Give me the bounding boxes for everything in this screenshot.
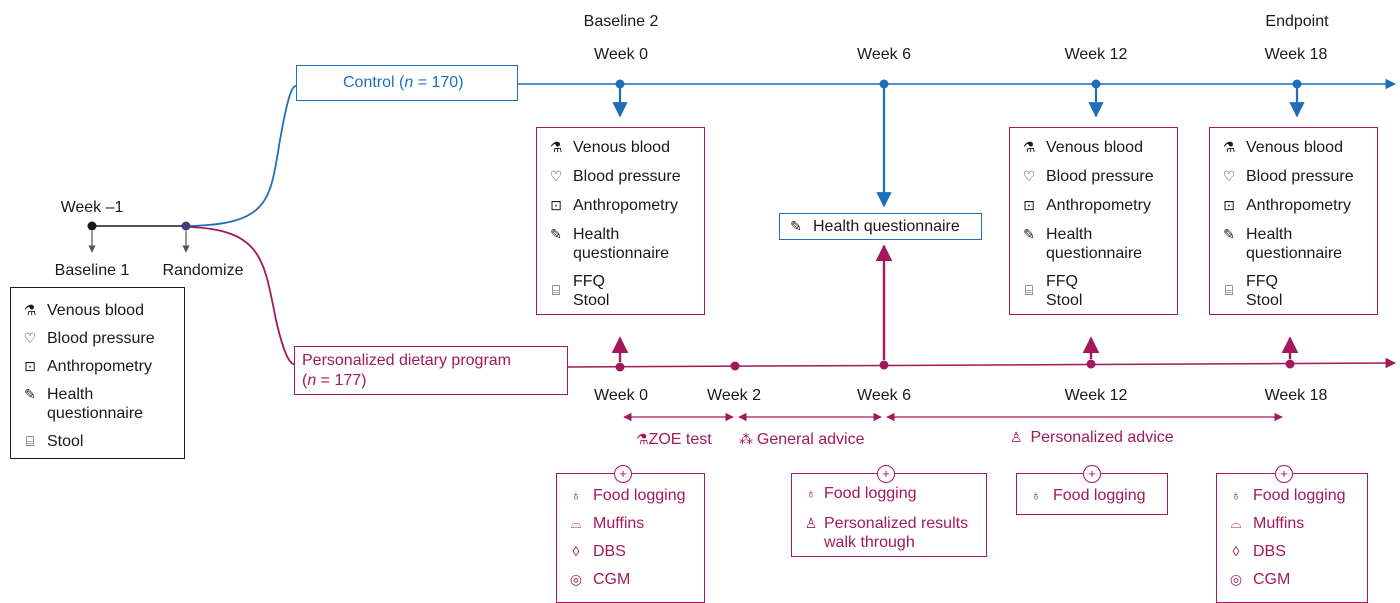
zoe-test-phase: ⚗ZOE test xyxy=(636,431,712,448)
week0-assessment-box: ⚗Venous blood ♡Blood pressure ⊡Anthropom… xyxy=(536,127,705,315)
scale-icon: ⊡ xyxy=(550,197,562,213)
drop-icon: ◊ xyxy=(1232,543,1240,559)
stool-sample-icon: ⌸ xyxy=(551,282,561,298)
questionnaire-icon: ✎ xyxy=(1023,226,1035,242)
week6-health-questionnaire-box: ✎Health questionnaire xyxy=(779,213,982,240)
control-arm-label: Control (n = 170) xyxy=(343,74,464,91)
person-icon: ♙ xyxy=(1010,429,1027,445)
stool-sample-icon: ⌸ xyxy=(1024,282,1034,298)
heart-pulse-icon: ♡ xyxy=(23,330,37,346)
glucose-monitor-icon: ◎ xyxy=(569,571,583,587)
week-minus1-label: Week –1 xyxy=(60,199,124,216)
questionnaire-icon: ✎ xyxy=(790,218,802,234)
control-arm-box: Control (n = 170) xyxy=(296,65,518,101)
program-week18-activity-box: + ♁Food logging ⌓Muffins ◊DBS ◎CGM xyxy=(1216,465,1368,603)
week-minus1-dot xyxy=(87,221,97,231)
drop-icon: ◊ xyxy=(572,543,580,559)
apple-icon: ♁ xyxy=(805,485,817,501)
apple-icon: ♁ xyxy=(570,487,582,503)
program-week-6: Week 6 xyxy=(857,387,911,404)
general-advice-phase: ⁂ General advice xyxy=(739,431,865,448)
control-week-18: Week 18 xyxy=(1264,46,1328,63)
blood-tube-icon: ⚗ xyxy=(549,139,563,155)
program-week6-activity-box: + ♁Food logging ♙Personalized results wa… xyxy=(791,465,987,557)
program-week-0: Week 0 xyxy=(594,387,648,404)
group-icon: ⁂ xyxy=(739,431,757,447)
muffin-icon: ⌓ xyxy=(1230,515,1242,531)
program-arm-box: Personalized dietary program (n = 177) xyxy=(294,346,568,395)
endpoint-label: Endpoint xyxy=(1265,13,1329,30)
apple-icon: ♁ xyxy=(1030,487,1042,503)
program-branch xyxy=(189,226,295,365)
stool-sample-icon: ⌸ xyxy=(25,433,35,449)
heart-pulse-icon: ♡ xyxy=(549,168,563,184)
questionnaire-icon: ✎ xyxy=(550,226,562,242)
randomize-dot xyxy=(181,221,191,231)
week18-assessment-box: ⚗Venous blood ♡Blood pressure ⊡Anthropom… xyxy=(1209,127,1378,315)
scale-icon: ⊡ xyxy=(24,358,36,374)
blood-tube-icon: ⚗ xyxy=(23,302,37,318)
program-week-2: Week 2 xyxy=(707,387,761,404)
control-week-6: Week 6 xyxy=(857,46,911,63)
plus-circle-icon: + xyxy=(614,465,632,483)
program-week-12: Week 12 xyxy=(1064,387,1128,404)
questionnaire-icon: ✎ xyxy=(24,386,36,402)
baseline2-label: Baseline 2 xyxy=(583,13,659,30)
scale-icon: ⊡ xyxy=(1023,197,1035,213)
program-week-18: Week 18 xyxy=(1264,387,1328,404)
blood-tube-icon: ⚗ xyxy=(636,431,649,447)
program-arm-label-line2: (n = 177) xyxy=(302,372,367,389)
control-week-0: Week 0 xyxy=(594,46,648,63)
program-week12-activity-box: + ♁Food logging xyxy=(1016,465,1168,515)
heart-pulse-icon: ♡ xyxy=(1022,168,1036,184)
heart-pulse-icon: ♡ xyxy=(1222,168,1236,184)
control-week-12: Week 12 xyxy=(1064,46,1128,63)
blood-tube-icon: ⚗ xyxy=(1022,139,1036,155)
randomize-label: Randomize xyxy=(162,262,244,279)
blood-tube-icon: ⚗ xyxy=(1222,139,1236,155)
program-arm-label-line1: Personalized dietary program xyxy=(302,352,511,369)
person-icon: ♙ xyxy=(804,515,818,531)
week12-assessment-box: ⚗Venous blood ♡Blood pressure ⊡Anthropom… xyxy=(1009,127,1178,315)
control-branch xyxy=(189,85,297,227)
muffin-icon: ⌓ xyxy=(570,515,582,531)
personalized-advice-phase: ♙ Personalized advice xyxy=(1010,429,1174,446)
program-timeline xyxy=(567,357,1397,369)
baseline1-assessment-box: ⚗Venous blood ♡Blood pressure ⊡Anthropom… xyxy=(10,287,185,459)
program-week0-activity-box: + ♁Food logging ⌓Muffins ◊DBS ◎CGM xyxy=(556,465,705,603)
plus-circle-icon: + xyxy=(1083,465,1101,483)
plus-circle-icon: + xyxy=(1275,465,1293,483)
baseline1-label: Baseline 1 xyxy=(54,262,130,279)
scale-icon: ⊡ xyxy=(1223,197,1235,213)
plus-circle-icon: + xyxy=(877,465,895,483)
stool-sample-icon: ⌸ xyxy=(1224,282,1234,298)
glucose-monitor-icon: ◎ xyxy=(1229,571,1243,587)
apple-icon: ♁ xyxy=(1230,487,1242,503)
questionnaire-icon: ✎ xyxy=(1223,226,1235,242)
